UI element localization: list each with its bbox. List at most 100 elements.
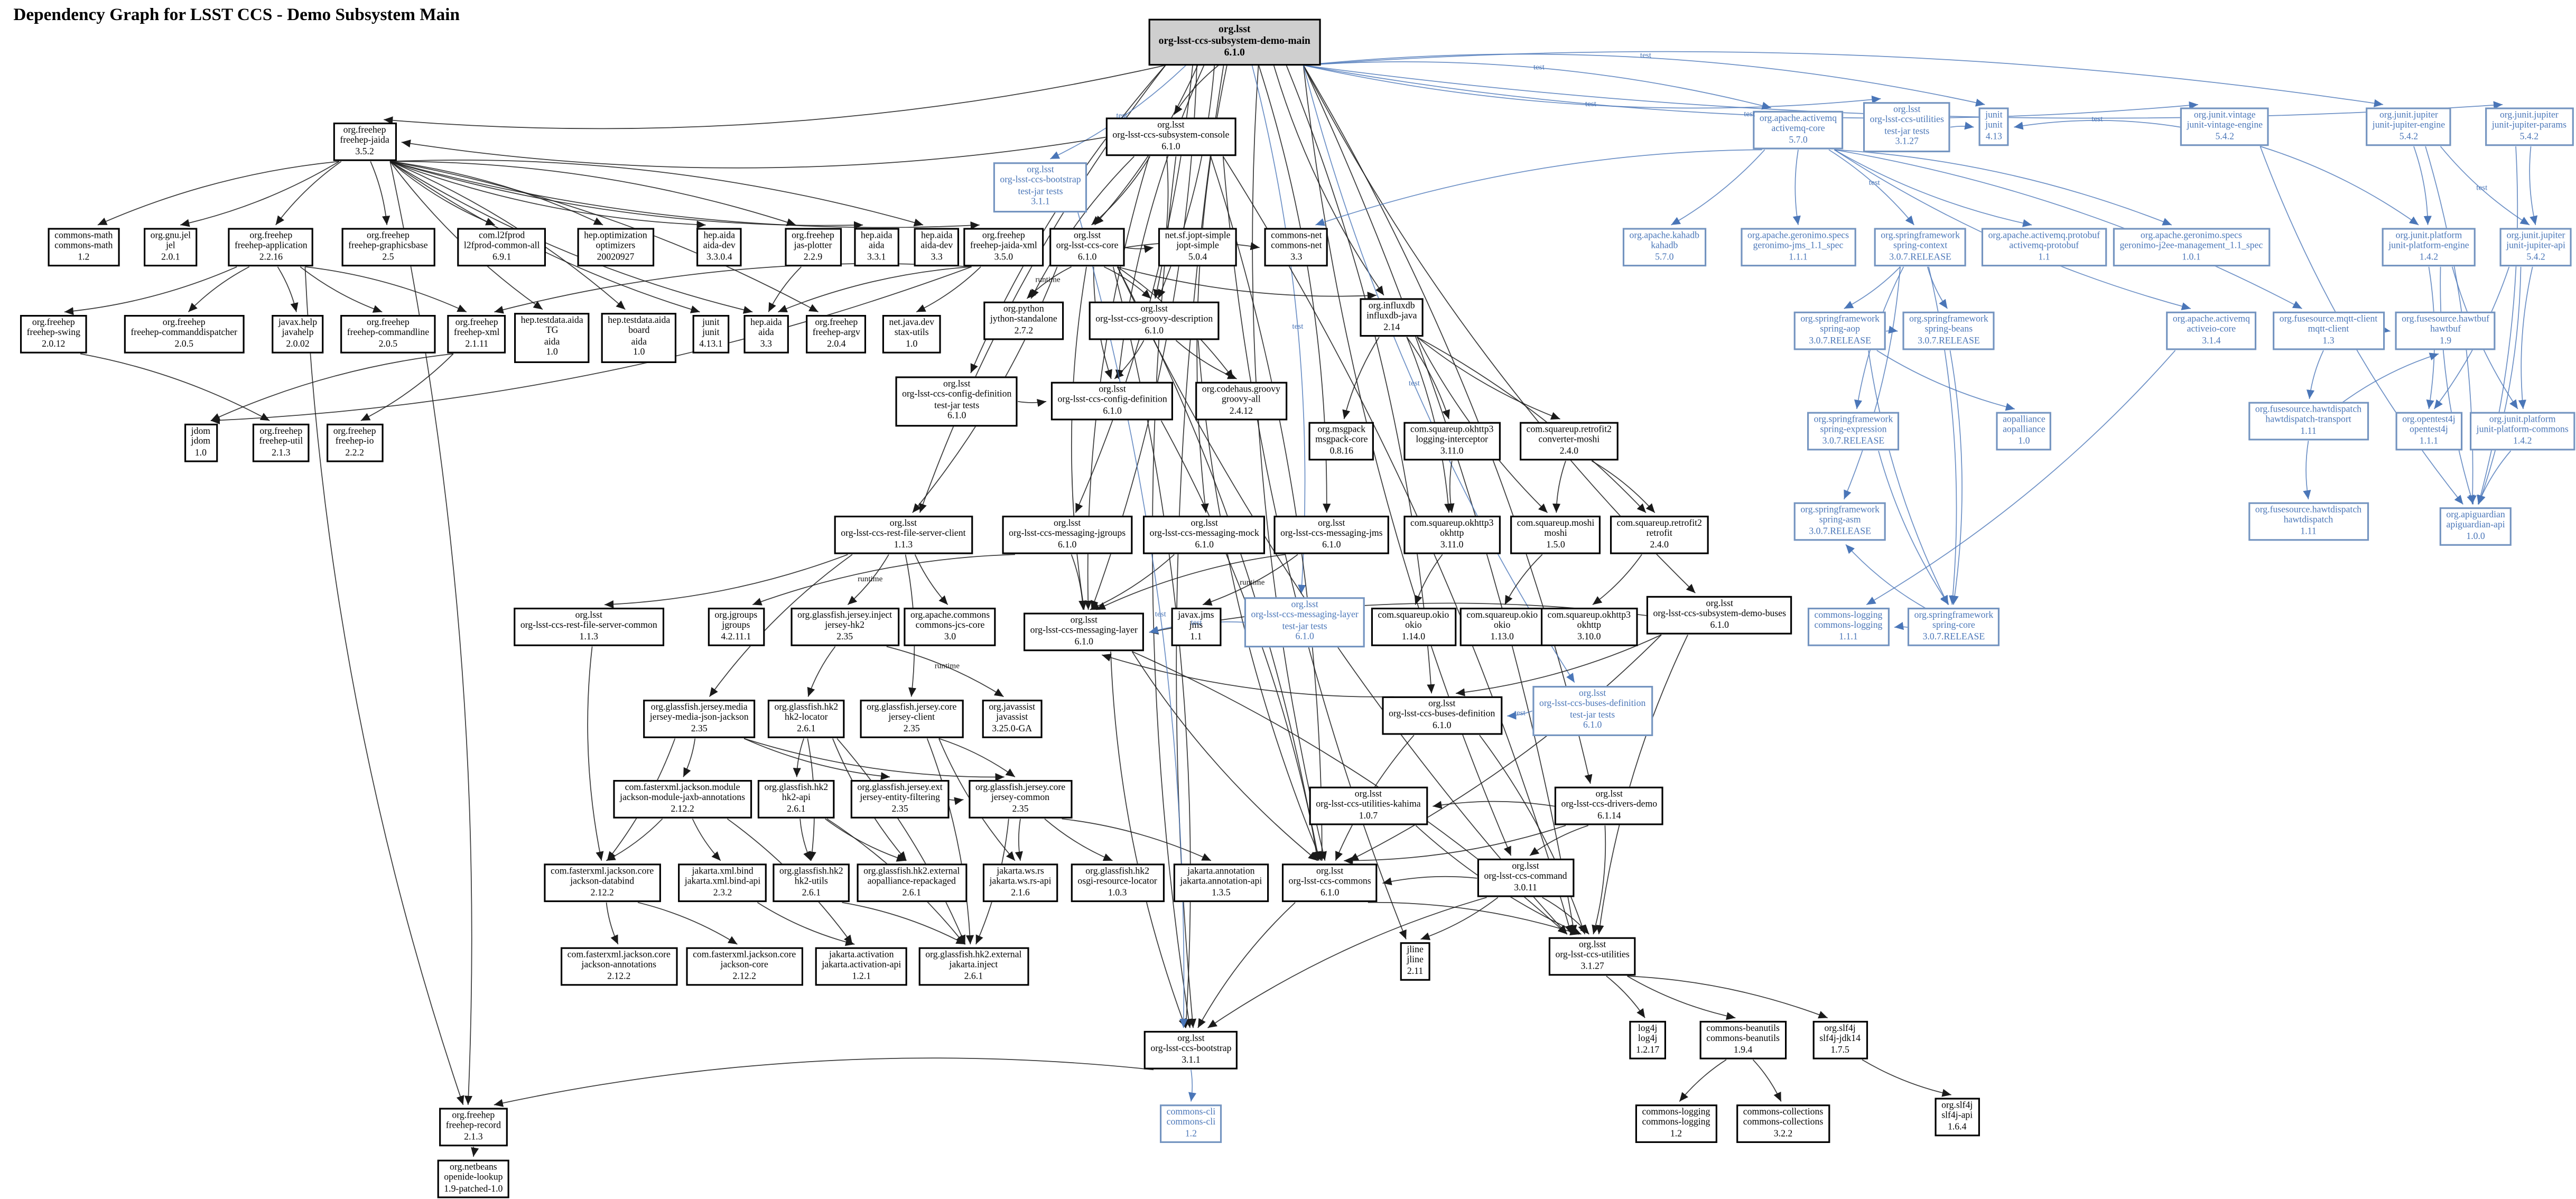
dependency-edge [837, 739, 965, 944]
dependency-edge [1599, 635, 1688, 934]
dependency-edge [1505, 554, 1542, 605]
dependency-edge [1198, 903, 1295, 1028]
dependency-edge [2309, 350, 2323, 399]
dependency-edge [1844, 267, 1900, 499]
dependency-edge [605, 554, 848, 605]
dependency-edge [384, 65, 1166, 128]
dependency-edge [1072, 267, 1086, 610]
dependency-edge [1191, 1070, 1192, 1101]
dependency-edge [757, 903, 854, 944]
dependency-edge [927, 739, 971, 944]
dependency-edge [1556, 461, 1566, 513]
dependency-edge [276, 161, 341, 225]
dependency-edge [683, 739, 695, 777]
dependency-edge [1349, 635, 1661, 860]
dependency-edge [778, 267, 971, 312]
dependency-edge [1208, 897, 1487, 1028]
dependency-edge [1450, 461, 1452, 513]
dependency-edge [1315, 150, 1762, 225]
dependency-edge [494, 1058, 1154, 1105]
dependency-edge [1421, 897, 1498, 939]
dependency-edge [606, 819, 662, 861]
dependency-edge [1111, 652, 1186, 1028]
dependency-edge [693, 819, 721, 861]
dependency-edge [473, 1147, 474, 1157]
dependency-edge [2529, 146, 2535, 225]
dependency-edge [2260, 146, 2419, 225]
dependency-edge [2521, 267, 2532, 409]
dependency-edge [1090, 554, 1175, 609]
dependency-edge [1627, 976, 1827, 1018]
dependency-edge [305, 267, 466, 312]
dependency-edge [1679, 1059, 1726, 1101]
dependency-edge [916, 267, 981, 312]
dependency-edge [494, 264, 971, 312]
dependency-edge [64, 267, 237, 312]
dependency-edge [305, 267, 463, 1105]
dependency-edge [390, 161, 796, 225]
dependency-edge [390, 161, 472, 1104]
dependency-edge [2414, 146, 2428, 225]
dependency-edge [370, 161, 387, 225]
dependency-edge [390, 160, 923, 225]
dependency-edge [188, 267, 249, 312]
dependency-edge [2342, 354, 2439, 403]
